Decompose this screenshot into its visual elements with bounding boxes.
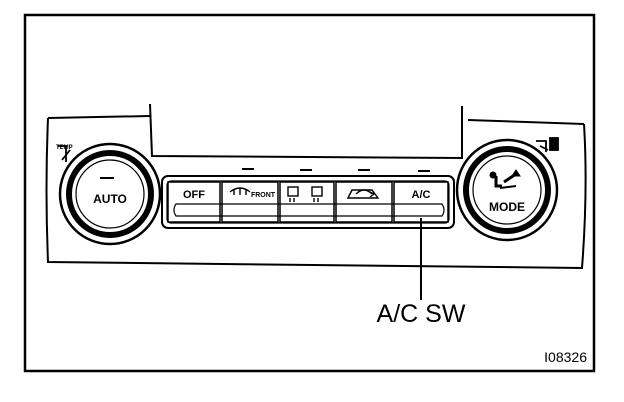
rear-defrost-icon [287,186,323,202]
auto-label: AUTO [93,192,127,206]
temp-indicator-icon [58,145,71,162]
ac-button-label: A/C [412,189,431,201]
control-panel-bezel [45,115,587,270]
recirculation-button[interactable] [335,181,393,223]
button-strip [161,175,455,229]
off-button[interactable]: OFF [167,181,221,223]
mode-label: MODE [489,200,525,214]
figure-id: I08326 [544,349,587,365]
recirculation-icon [346,189,380,199]
display-recess [149,103,463,160]
figure-frame [23,13,596,373]
front-defrost-button[interactable]: FRONT [221,181,279,223]
front-label: FRONT [251,192,276,199]
rear-defrost-button[interactable] [279,181,335,223]
off-label: OFF [183,189,205,201]
svg-text:TEMP: TEMP [56,145,73,151]
indicator-lamps [242,168,430,172]
mode-knob[interactable]: MODE [455,138,559,242]
temp-indicator: TEMP [56,145,73,162]
airflow-mode-icon [489,169,521,189]
mode-indicator-icon [536,137,559,152]
auto-knob[interactable]: AUTO [58,142,162,246]
front-defrost-icon [229,187,251,195]
ac-sw-callout: A/C SW [377,300,466,328]
